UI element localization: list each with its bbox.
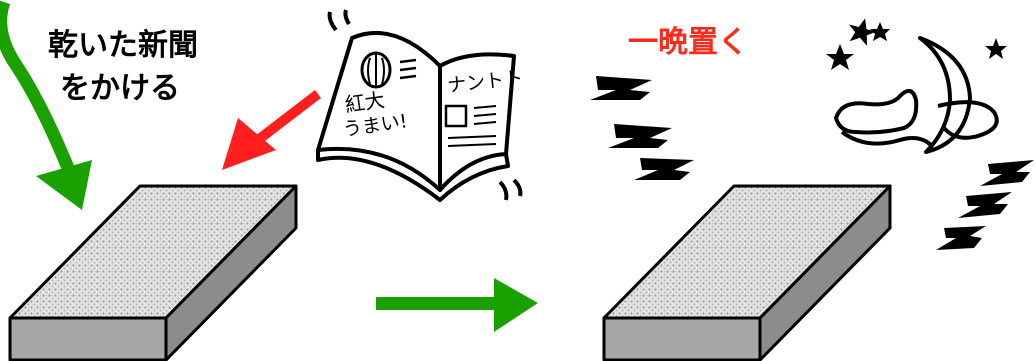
newspaper-headline-1: 紅大: [343, 88, 386, 117]
newspaper-icon: 紅大 うまい! ナントト: [316, 9, 524, 202]
star-icon: [826, 44, 854, 70]
instruction-line-1: 乾いた新聞: [48, 28, 198, 63]
moon-night-icon: [826, 18, 1007, 154]
star-icon: [848, 18, 877, 46]
star-icon: [870, 22, 890, 41]
star-icon: [985, 38, 1007, 59]
curved-green-arrow: [0, 0, 92, 210]
right-arrow: [376, 278, 538, 332]
sponge-block-right: [602, 184, 892, 361]
red-arrow: [222, 90, 322, 170]
instruction-label-2: 一晩置く: [628, 25, 748, 60]
sponge-block-left: [8, 184, 298, 361]
sleep-z-icon-group-right: [936, 160, 1034, 250]
instruction-label-1: 乾いた新聞 をかける: [48, 28, 198, 106]
sleep-z-icon-group-left: [590, 76, 694, 180]
instruction-line-2: をかける: [60, 71, 180, 106]
moon-icon: [918, 36, 972, 154]
